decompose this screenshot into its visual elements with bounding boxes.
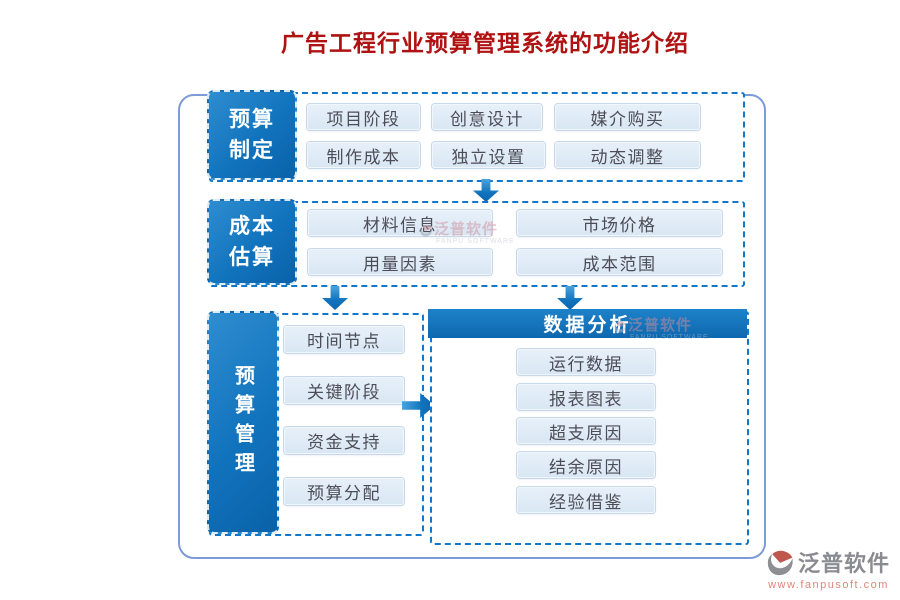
creative-design-chip: 创意设计 <box>432 104 542 130</box>
section-label-budget-management: 预算管理 <box>207 311 279 534</box>
surplus-reason-chip: 结余原因 <box>517 452 655 478</box>
production-cost-chip: 制作成本 <box>307 142 420 168</box>
usage-factor-chip: 用量因素 <box>308 249 492 275</box>
footer-brand-name: 泛普软件 <box>798 551 891 576</box>
section-label-budget-creation: 预算制定 <box>207 90 297 180</box>
fund-support-chip: 资金支持 <box>284 427 404 454</box>
data-analysis-header: 数据分析 <box>428 309 747 338</box>
budget-allocation-chip: 预算分配 <box>284 478 404 505</box>
overspend-reason-chip: 超支原因 <box>517 418 655 444</box>
section-label-cost-estimation: 成本估算 <box>207 199 297 285</box>
report-chart-chip: 报表图表 <box>517 384 655 410</box>
section-label-text: 成本估算 <box>229 214 275 270</box>
time-node-chip: 时间节点 <box>284 326 404 353</box>
key-phase-chip: 关键阶段 <box>284 377 404 404</box>
running-data-chip: 运行数据 <box>517 349 655 375</box>
dynamic-adjustment-chip: 动态调整 <box>555 142 700 168</box>
market-price-chip: 市场价格 <box>517 210 722 236</box>
independent-setting-chip: 独立设置 <box>432 142 545 168</box>
data-analysis-title: 数据分析 <box>543 315 632 336</box>
media-purchase-chip: 媒介购买 <box>555 104 700 130</box>
section-label-text: 预算管理 <box>231 364 254 481</box>
project-phase-chip: 项目阶段 <box>307 104 420 130</box>
fanpu-logo-icon <box>767 550 793 576</box>
page-title: 广告工程行业预算管理系统的功能介绍 <box>281 31 689 56</box>
footer-logo: 泛普软件 www.fanpusoft.com <box>767 546 890 591</box>
section-label-text: 预算制定 <box>229 107 275 163</box>
footer-website: www.fanpusoft.com <box>768 579 889 591</box>
material-info-chip: 材料信息 <box>308 210 492 236</box>
cost-range-chip: 成本范围 <box>517 249 722 275</box>
experience-reference-chip: 经验借鉴 <box>517 487 655 513</box>
